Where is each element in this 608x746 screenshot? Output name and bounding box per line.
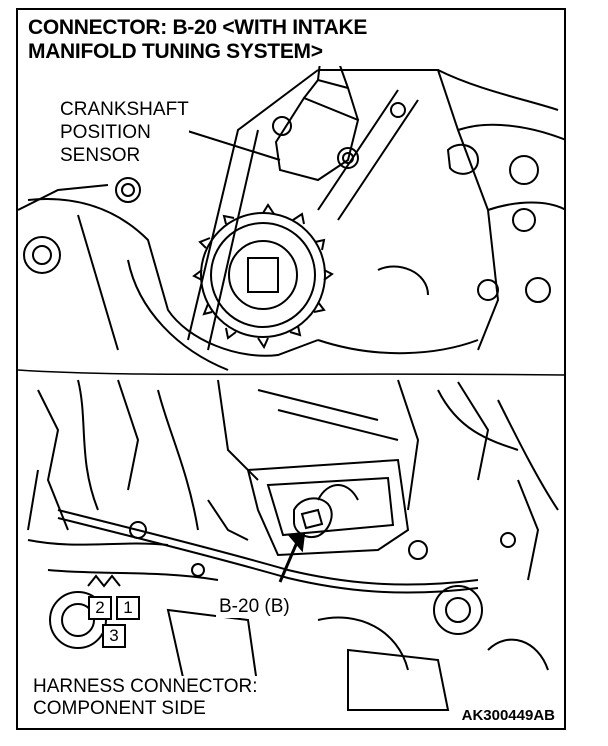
sensor-leader-line	[177, 127, 281, 161]
harness-label-line-1: HARNESS CONNECTOR:	[33, 676, 258, 697]
connector-pin-3: 3	[102, 624, 126, 648]
timing-belt	[187, 69, 319, 341]
wiring-harness	[57, 509, 479, 586]
harness-connector-label: HARNESS CONNECTOR: COMPONENT SIDE	[30, 676, 261, 720]
connector-b20	[293, 497, 333, 538]
connector-pin-1: 1	[116, 596, 140, 620]
sensor-label-line-2: POSITION	[60, 122, 151, 143]
sensor-label-line-3: SENSOR	[60, 145, 141, 166]
connector-face-outline	[87, 574, 121, 588]
connector-pin-2: 2	[88, 596, 112, 620]
title-line-1: CONNECTOR: B-20 <WITH INTAKE	[28, 16, 368, 39]
connector-pointer-arrow	[278, 539, 300, 583]
diagram-title: CONNECTOR: B-20 <WITH INTAKE MANIFOLD TU…	[28, 16, 372, 66]
engine-illustration	[18, 58, 564, 711]
crankshaft-sprocket	[200, 212, 326, 338]
sensor-label-line-1: CRANKSHAFT	[60, 99, 189, 120]
connector-callout-label: B-20 (B)	[216, 595, 293, 618]
engine-block-outline	[27, 198, 319, 357]
crankshaft-sensor-label: CRANKSHAFT POSITION SENSOR	[60, 98, 189, 167]
diagram-frame: CONNECTOR: B-20 <WITH INTAKE MANIFOLD TU…	[16, 8, 566, 730]
harness-label-line-2: COMPONENT SIDE	[33, 698, 206, 719]
figure-code: AK300449AB	[458, 707, 558, 724]
title-line-2: MANIFOLD TUNING SYSTEM>	[28, 40, 323, 63]
